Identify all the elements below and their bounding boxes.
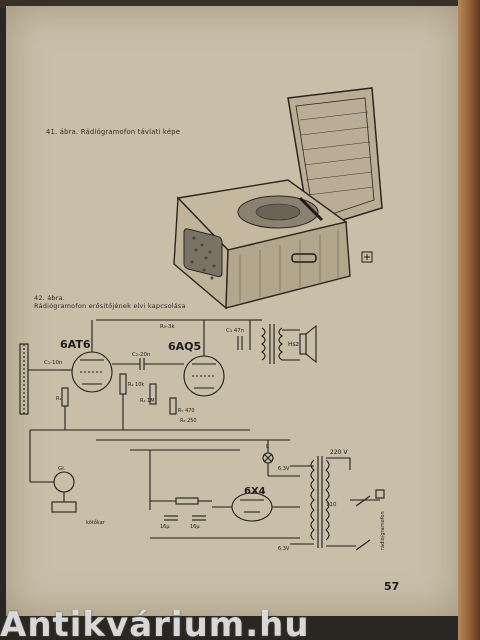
tube2-label: 6AQ5 [168,340,201,353]
page-top-edge [0,0,480,8]
label-220v: 220 V [330,449,348,456]
label-c3: C₃ 47n [226,328,245,334]
label-c1: C₁-10n [44,360,63,366]
label-r2: R₂ 10k [128,382,144,388]
label-gl: Gl. [58,466,66,472]
label-r1: R₁ [56,396,61,402]
tube1-label: 6AT6 [60,338,91,351]
label-63v-b: 6,3V [278,546,290,552]
label-lamp: L [266,444,270,450]
tube3-label: 6X4 [244,486,266,497]
figure42-caption-number: 42. ábra. [34,294,66,302]
page-spine-edge [458,0,480,640]
label-63v-a: 6,3V [278,466,290,472]
page-number: 57 [384,580,400,593]
label-110: 110 [326,502,337,508]
label-r4: R₄ 1M [140,398,155,404]
figure42-caption-title: Rádiógramofon erősítőjének elvi kapcsolá… [34,302,186,310]
watermark: Antikvárium.hu [0,610,310,640]
book-page [6,6,460,616]
label-c16a: 16μ [160,524,170,530]
radiogram-illustration [173,87,383,310]
label-hsz: Hsz [288,341,299,348]
label-halozat: rádió/gramofon [379,511,386,550]
figure41-caption: 41. ábra. Rádiógramofon távlati képe [46,128,181,136]
label-c2: C₂-20n [132,352,151,358]
label-radio-gramofon: kötőkar [86,520,106,526]
label-r9: R₉-3k [160,324,176,330]
label-c16b: 16μ [190,524,200,530]
label-r7: R₇ 470 [178,408,195,414]
amplifier-schematic: 6AT6 6AQ5 6X4 C₁-10n C₂-20n R₉-3k C₃ 47n… [19,319,386,552]
label-r8: R₈ 250 [180,418,197,424]
